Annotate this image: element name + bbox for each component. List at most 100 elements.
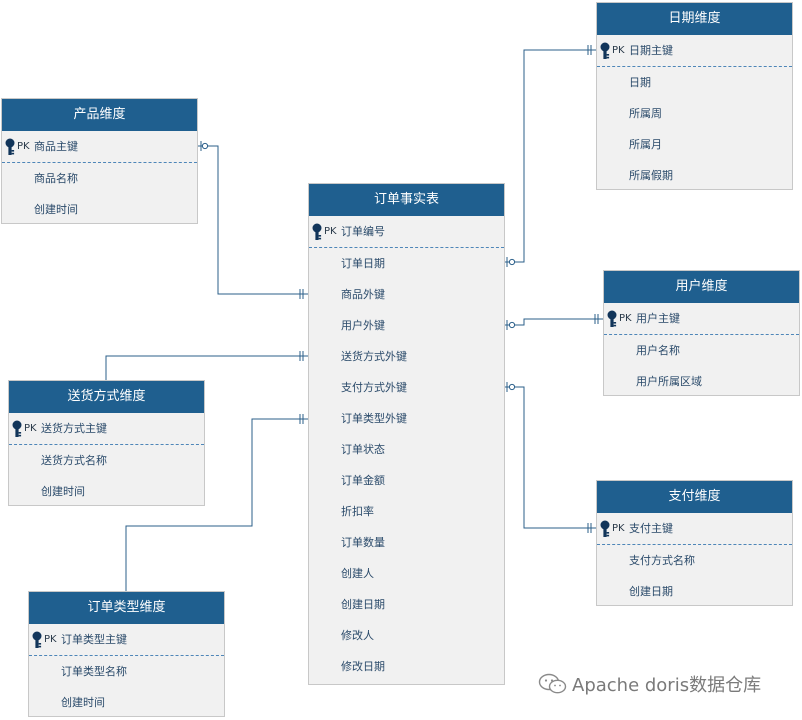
field-row[interactable]: 创建时间: [2, 194, 197, 225]
primary-key-row[interactable]: PK 支付主键: [597, 513, 792, 545]
field-label: 商品主键: [34, 140, 78, 153]
field-label: 商品名称: [34, 172, 78, 185]
field-label: 用户所属区域: [636, 375, 702, 388]
table-title: 订单事实表: [309, 184, 504, 216]
field-label: 支付方式外键: [341, 381, 407, 394]
date-dimension-table[interactable]: 日期维度 PK 日期主键 日期 所属周 所属月 所属假期: [596, 2, 793, 190]
pk-label: PK: [612, 45, 625, 56]
field-row[interactable]: 创建时间: [29, 687, 224, 718]
key-icon: PK: [31, 624, 57, 655]
field-label: 折扣率: [341, 505, 374, 518]
field-row[interactable]: 送货方式名称: [9, 445, 204, 476]
field-row[interactable]: 折扣率: [309, 496, 504, 527]
order-type-dimension-table[interactable]: 订单类型维度 PK 订单类型主键 订单类型名称 创建时间: [28, 591, 225, 717]
field-row[interactable]: 订单数量: [309, 527, 504, 558]
field-label: 日期: [629, 76, 651, 89]
primary-key-row[interactable]: PK 订单编号: [309, 216, 504, 248]
table-title: 日期维度: [597, 3, 792, 35]
pk-label: PK: [17, 141, 30, 152]
pk-label: PK: [612, 523, 625, 534]
field-row[interactable]: 支付方式名称: [597, 545, 792, 576]
key-icon: PK: [11, 413, 37, 444]
pk-label: PK: [324, 226, 337, 237]
wechat-icon: [538, 673, 567, 694]
field-label: 创建时间: [61, 696, 105, 709]
field-label: 商品外键: [341, 288, 385, 301]
shipping-dimension-table[interactable]: 送货方式维度 PK 送货方式主键 送货方式名称 创建时间: [8, 380, 205, 506]
primary-key-row[interactable]: PK 日期主键: [597, 35, 792, 67]
table-title: 订单类型维度: [29, 592, 224, 624]
field-row[interactable]: 所属假期: [597, 160, 792, 191]
field-label: 送货方式名称: [41, 454, 107, 467]
field-label: 创建日期: [629, 585, 673, 598]
key-icon: PK: [599, 513, 625, 544]
field-row[interactable]: 所属周: [597, 98, 792, 129]
field-row[interactable]: 订单状态: [309, 434, 504, 465]
field-row[interactable]: 订单类型外键: [309, 403, 504, 434]
field-label: 订单类型主键: [61, 633, 127, 646]
field-row[interactable]: 创建日期: [597, 576, 792, 607]
field-row[interactable]: 用户所属区域: [604, 366, 799, 397]
field-label: 修改人: [341, 629, 374, 642]
table-title: 产品维度: [2, 99, 197, 131]
field-label: 修改日期: [341, 660, 385, 673]
field-label: 订单状态: [341, 443, 385, 456]
field-row[interactable]: 商品外键: [309, 279, 504, 310]
primary-key-row[interactable]: PK 商品主键: [2, 131, 197, 163]
field-row[interactable]: 创建人: [309, 558, 504, 589]
field-row[interactable]: 用户名称: [604, 335, 799, 366]
field-label: 送货方式主键: [41, 422, 107, 435]
primary-key-row[interactable]: PK 用户主键: [604, 303, 799, 335]
field-row[interactable]: 用户外键: [309, 310, 504, 341]
primary-key-row[interactable]: PK 订单类型主键: [29, 624, 224, 656]
table-title: 支付维度: [597, 481, 792, 513]
field-label: 创建时间: [34, 203, 78, 216]
field-row[interactable]: 所属月: [597, 129, 792, 160]
field-label: 送货方式外键: [341, 350, 407, 363]
pk-label: PK: [619, 313, 632, 324]
key-icon: PK: [4, 131, 30, 162]
field-label: 支付主键: [629, 522, 673, 535]
key-icon: PK: [599, 35, 625, 66]
field-label: 订单编号: [341, 225, 385, 238]
key-icon: PK: [311, 216, 337, 247]
key-icon: PK: [606, 303, 632, 334]
field-label: 支付方式名称: [629, 554, 695, 567]
field-label: 订单金额: [341, 474, 385, 487]
field-row[interactable]: 日期: [597, 67, 792, 98]
order-fact-table[interactable]: 订单事实表 PK 订单编号 订单日期 商品外键 用户外键 送货方式外键 支付方式…: [308, 183, 505, 685]
field-row[interactable]: 订单金额: [309, 465, 504, 496]
field-row[interactable]: 支付方式外键: [309, 372, 504, 403]
field-label: 所属周: [629, 107, 662, 120]
field-label: 创建时间: [41, 485, 85, 498]
field-label: 用户外键: [341, 319, 385, 332]
field-label: 订单类型名称: [61, 665, 127, 678]
field-row[interactable]: 修改人: [309, 620, 504, 651]
watermark: Apache doris数据仓库: [538, 672, 761, 696]
watermark-text: Apache doris数据仓库: [572, 675, 762, 696]
field-label: 用户名称: [636, 344, 680, 357]
pk-label: PK: [24, 423, 37, 434]
field-row[interactable]: 送货方式外键: [309, 341, 504, 372]
field-row[interactable]: 修改日期: [309, 651, 504, 682]
field-row[interactable]: 订单日期: [309, 248, 504, 279]
field-label: 用户主键: [636, 312, 680, 325]
field-label: 日期主键: [629, 44, 673, 57]
field-label: 创建人: [341, 567, 374, 580]
field-row[interactable]: 创建日期: [309, 589, 504, 620]
field-label: 订单数量: [341, 536, 385, 549]
primary-key-row[interactable]: PK 送货方式主键: [9, 413, 204, 445]
field-row[interactable]: 创建时间: [9, 476, 204, 507]
table-title: 用户维度: [604, 271, 799, 303]
payment-dimension-table[interactable]: 支付维度 PK 支付主键 支付方式名称 创建日期: [596, 480, 793, 606]
pk-label: PK: [44, 634, 57, 645]
user-dimension-table[interactable]: 用户维度 PK 用户主键 用户名称 用户所属区域: [603, 270, 800, 396]
field-label: 所属月: [629, 138, 662, 151]
field-label: 创建日期: [341, 598, 385, 611]
field-row[interactable]: 订单类型名称: [29, 656, 224, 687]
field-label: 订单类型外键: [341, 412, 407, 425]
field-label: 所属假期: [629, 169, 673, 182]
field-row[interactable]: 商品名称: [2, 163, 197, 194]
field-label: 订单日期: [341, 257, 385, 270]
product-dimension-table[interactable]: 产品维度 PK 商品主键 商品名称 创建时间: [1, 98, 198, 224]
